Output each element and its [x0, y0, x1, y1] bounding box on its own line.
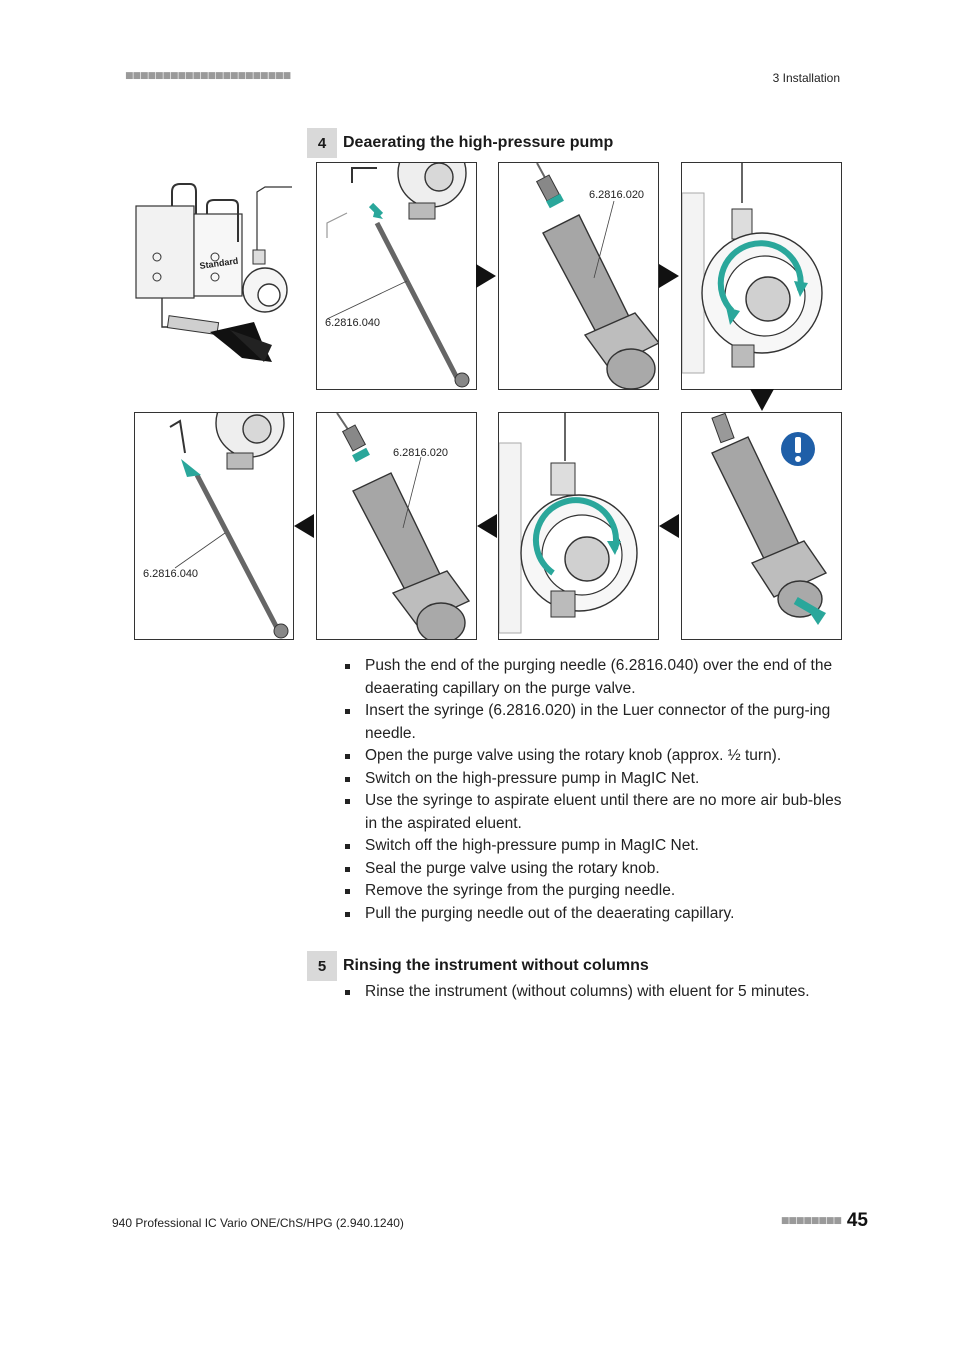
footer-decoration: ■■■■■■■■ — [780, 1216, 842, 1226]
illustration-step-syringe-insert: 6.2816.020 — [498, 162, 659, 390]
list-item: Remove the syringe from the purging need… — [342, 880, 842, 903]
list-item: Pull the purging needle out of the deaer… — [342, 903, 842, 926]
step-5-heading: 5 Rinsing the instrument without columns — [307, 951, 649, 981]
illustration-step-needle-attach: 6.2816.040 — [316, 162, 477, 390]
illustration-step-close-valve — [498, 412, 659, 640]
needle-part-number: 6.2816.040 — [143, 568, 198, 580]
step-4-instructions: Push the end of the purging needle (6.28… — [342, 655, 842, 925]
step-title: Deaerating the high-pressure pump — [343, 134, 614, 151]
arrow-left-icon — [477, 514, 497, 538]
list-item: Open the purge valve using the rotary kn… — [342, 745, 842, 768]
illustration-step-syringe-detach — [681, 412, 842, 640]
list-item: Seal the purge valve using the rotary kn… — [342, 858, 842, 881]
page-footer: ■■■■■■■■ 45 — [781, 1210, 868, 1232]
exclamation-icon — [781, 432, 815, 466]
list-item: Use the syringe to aspirate eluent until… — [342, 790, 842, 835]
list-item: Switch off the high-pressure pump in Mag… — [342, 835, 842, 858]
arrow-left-icon — [294, 514, 314, 538]
header-decoration: ■■■■■■■■■■■■■■■■■■■■■■ — [125, 71, 291, 81]
step-5-instructions: Rinse the instrument (without columns) w… — [342, 981, 862, 1004]
illustration-step-syringe-remove: 6.2816.020 — [316, 412, 477, 640]
needle-part-number: 6.2816.040 — [325, 317, 380, 329]
step-number: 5 — [307, 951, 337, 981]
arrow-down-icon — [750, 389, 774, 411]
step-4-heading: 4 Deaerating the high-pressure pump — [307, 128, 613, 158]
arrow-right-icon — [659, 264, 679, 288]
list-item: Push the end of the purging needle (6.28… — [342, 655, 842, 700]
syringe-part-number: 6.2816.020 — [589, 189, 644, 201]
section-title: 3 Installation — [772, 71, 840, 85]
product-name: 940 Professional IC Vario ONE/ChS/HPG (2… — [112, 1216, 404, 1230]
illustration-step-needle-remove: 6.2816.040 — [134, 412, 294, 640]
syringe-part-number: 6.2816.020 — [393, 447, 448, 459]
step-title: Rinsing the instrument without columns — [343, 957, 649, 974]
arrow-right-icon — [476, 264, 496, 288]
arrow-left-icon — [659, 514, 679, 538]
illustration-step-open-valve — [681, 162, 842, 390]
illustration-overview: Standard — [132, 162, 297, 390]
list-item: Switch on the high-pressure pump in MagI… — [342, 768, 842, 791]
list-item: Insert the syringe (6.2816.020) in the L… — [342, 700, 842, 745]
list-item: Rinse the instrument (without columns) w… — [342, 981, 862, 1004]
step-number: 4 — [307, 128, 337, 158]
page-number: 45 — [846, 1210, 868, 1231]
